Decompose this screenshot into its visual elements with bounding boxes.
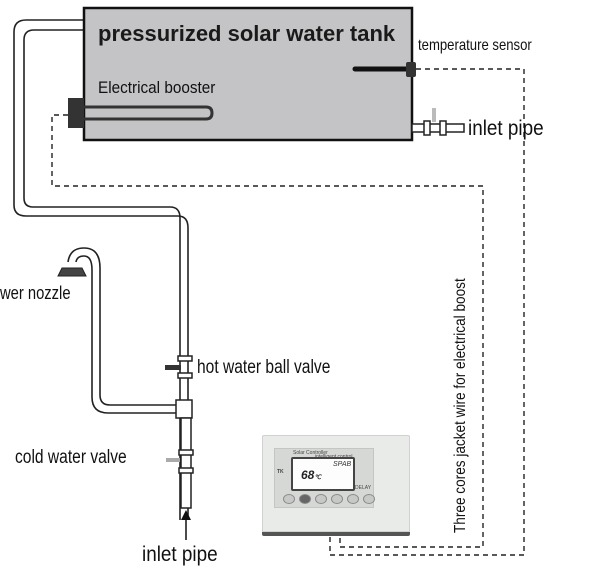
sensor-wire bbox=[329, 68, 525, 556]
booster-connector bbox=[68, 98, 84, 128]
controller-button[interactable] bbox=[283, 494, 295, 504]
hot-water-pipe bbox=[13, 19, 189, 520]
shower-nozzle-icon bbox=[57, 267, 87, 277]
controller-button[interactable] bbox=[299, 494, 311, 504]
temperature-sensor-icon bbox=[406, 62, 416, 77]
inlet-pipe-top-label: inlet pipe bbox=[468, 117, 544, 140]
shower-pipe bbox=[67, 247, 176, 414]
cold-water-valve-label: cold water valve bbox=[15, 447, 127, 468]
temperature-sensor-label: temperature sensor bbox=[418, 37, 532, 54]
pipe-tee bbox=[175, 399, 193, 419]
controller-button[interactable] bbox=[315, 494, 327, 504]
hot-water-valve-label: hot water ball valve bbox=[197, 357, 331, 378]
booster-wire bbox=[51, 114, 484, 548]
controller-panel: Solar Controller intelligent control TK … bbox=[274, 448, 375, 508]
controller-buttons bbox=[283, 494, 375, 504]
controller-right-label: DELAY bbox=[355, 485, 372, 491]
controller-left-label: TK bbox=[277, 469, 284, 475]
controller-title: Solar Controller bbox=[293, 450, 328, 456]
display-temperature: 68℃ bbox=[301, 468, 322, 482]
inlet-pipe-bottom-label: inlet pipe bbox=[142, 543, 218, 566]
display-status: SPAB bbox=[333, 461, 352, 468]
solar-controller: Solar Controller intelligent control TK … bbox=[262, 435, 410, 536]
hot-water-ball-valve bbox=[165, 355, 193, 379]
controller-button[interactable] bbox=[347, 494, 359, 504]
wire-label: Three cores jacket wire for electrical b… bbox=[452, 278, 469, 533]
booster-label: Electrical booster bbox=[98, 78, 216, 97]
controller-button[interactable] bbox=[363, 494, 375, 504]
cold-water-pipe bbox=[166, 417, 194, 509]
inlet-arrow-head bbox=[181, 510, 191, 520]
controller-display: 68℃ SPAB bbox=[291, 457, 355, 491]
inlet-pipe-top bbox=[411, 108, 465, 136]
shower-nozzle-label: wer nozzle bbox=[0, 283, 71, 303]
tank-label: pressurized solar water tank bbox=[98, 21, 396, 46]
controller-button[interactable] bbox=[331, 494, 343, 504]
booster-heating-element bbox=[84, 105, 214, 121]
